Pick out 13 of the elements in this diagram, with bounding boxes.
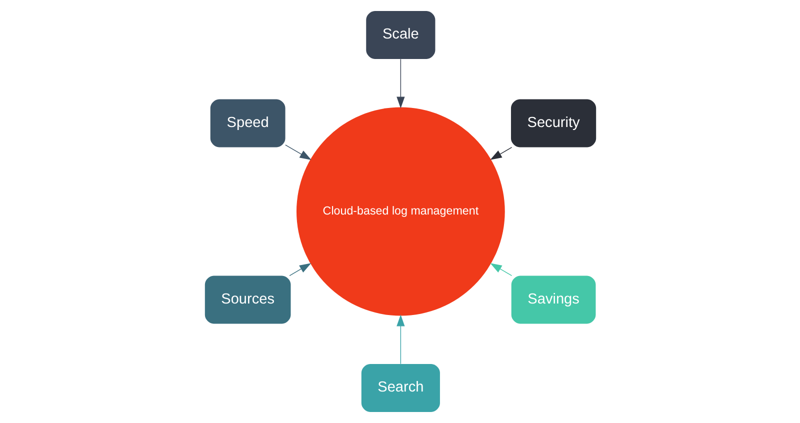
- arrow: [396, 58, 404, 108]
- node-box: Security: [510, 99, 596, 148]
- arrow: [490, 147, 512, 160]
- node-box: Sources: [204, 276, 290, 324]
- arrow: [396, 314, 404, 364]
- node-circle: Cloud-based log management: [296, 107, 504, 316]
- node-box: Speed: [210, 99, 285, 148]
- node-box: Search: [360, 364, 440, 412]
- arrow: [490, 263, 512, 276]
- arrow: [288, 263, 311, 276]
- arrow: [284, 144, 311, 160]
- node-box: Scale: [366, 11, 435, 59]
- node-box: Savings: [510, 276, 596, 324]
